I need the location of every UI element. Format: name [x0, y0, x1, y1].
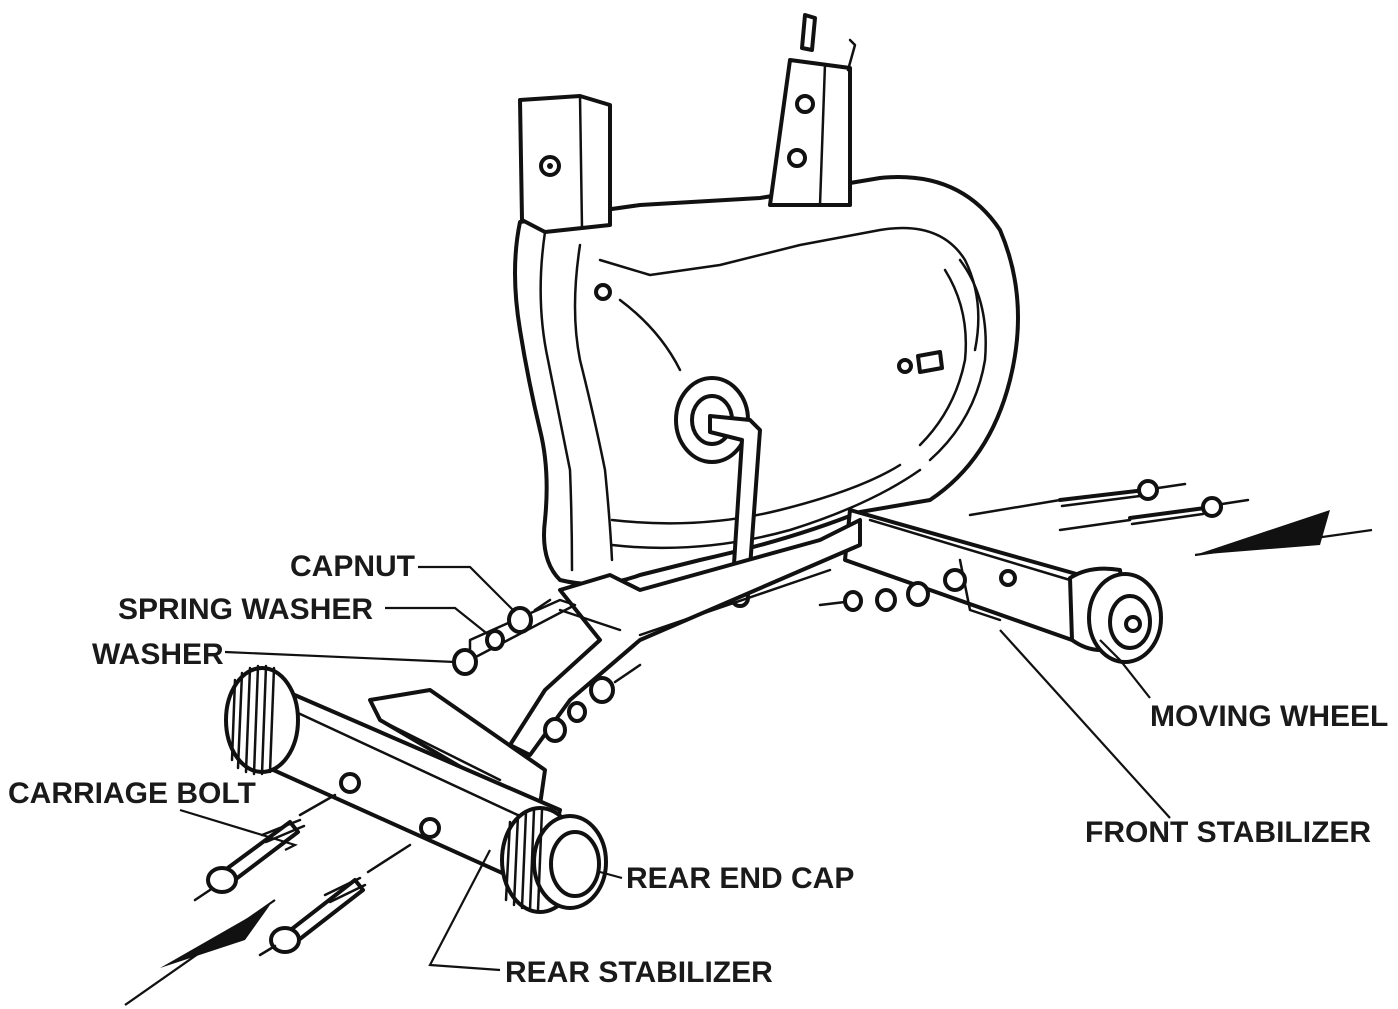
label-moving-wheel: MOVING WHEEL	[1150, 700, 1388, 733]
label-front-stabilizer: FRONT STABILIZER	[1085, 816, 1371, 849]
label-rear-stabilizer: REAR STABILIZER	[505, 956, 773, 989]
rear-hardware	[452, 598, 642, 743]
rear-end-cap-right	[500, 806, 608, 914]
front-hardware	[818, 581, 930, 612]
rear-arrow	[124, 899, 276, 1006]
frame-housing	[513, 175, 1020, 586]
handlebar-post-sleeve	[768, 13, 857, 207]
front-bolts	[968, 479, 1250, 532]
label-spring-washer: SPRING WASHER	[118, 593, 373, 626]
label-capnut: CAPNUT	[290, 550, 415, 583]
label-rear-end-cap: REAR END CAP	[626, 862, 854, 895]
label-washer: WASHER	[92, 638, 224, 671]
front-stabilizer-bar	[843, 508, 1082, 642]
moving-wheel	[1068, 566, 1163, 664]
seat-post-sleeve	[518, 94, 612, 234]
carriage-bolts	[193, 793, 412, 957]
housing-bolts	[594, 283, 944, 374]
rear-end-cap-left	[224, 664, 300, 776]
callout-leaders	[179, 565, 1171, 972]
label-carriage-bolt: CARRIAGE BOLT	[8, 777, 256, 810]
front-arrow	[1194, 510, 1373, 557]
